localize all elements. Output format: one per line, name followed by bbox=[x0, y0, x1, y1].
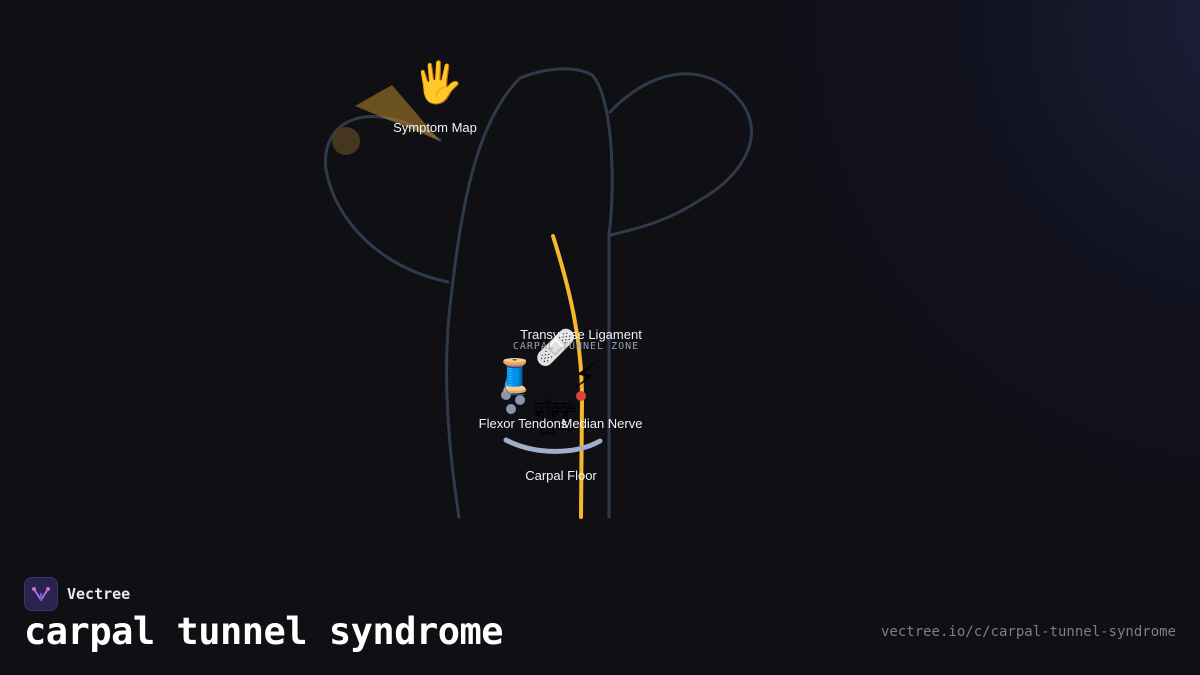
bandage-icon: 🩹 bbox=[535, 327, 577, 368]
finger-outline bbox=[608, 72, 753, 237]
symptom-spot bbox=[332, 127, 360, 155]
tendon-dot bbox=[505, 380, 513, 388]
thumb-outline bbox=[324, 115, 450, 284]
lightning-icon: ⚡ bbox=[573, 357, 597, 397]
median-nerve-label: Median Nerve bbox=[562, 416, 643, 431]
symptom-map-label: Symptom Map bbox=[393, 120, 477, 135]
carpal-tunnel-zone-label: CARPAL TUNNEL ZONE bbox=[513, 341, 639, 352]
median-nerve-dot bbox=[576, 391, 586, 401]
vectree-logo-icon bbox=[24, 577, 58, 611]
hand-outline bbox=[445, 67, 614, 519]
page-url[interactable]: vectree.io/c/carpal-tunnel-syndrome bbox=[880, 624, 1176, 640]
tendon-dot bbox=[515, 395, 525, 405]
page-title: carpal tunnel syndrome bbox=[24, 610, 504, 653]
crane-icon: 🏗 bbox=[534, 397, 577, 437]
brand[interactable]: Vectree bbox=[24, 577, 130, 611]
symptom-highlight bbox=[355, 85, 440, 141]
tendon-dot bbox=[506, 404, 516, 414]
brand-name: Vectree bbox=[67, 585, 131, 603]
tendon-dot bbox=[501, 390, 511, 400]
flexor-tendons-label: Flexor Tendons bbox=[479, 416, 568, 431]
transverse-ligament-label: Transverse Ligament bbox=[520, 327, 642, 342]
hand-icon: 🖐 bbox=[413, 58, 463, 108]
carpal-floor-label: Carpal Floor bbox=[525, 468, 597, 483]
thread-icon: 🧵 bbox=[494, 357, 536, 397]
median-nerve-path bbox=[551, 234, 585, 519]
carpal-floor-arc bbox=[503, 437, 603, 454]
